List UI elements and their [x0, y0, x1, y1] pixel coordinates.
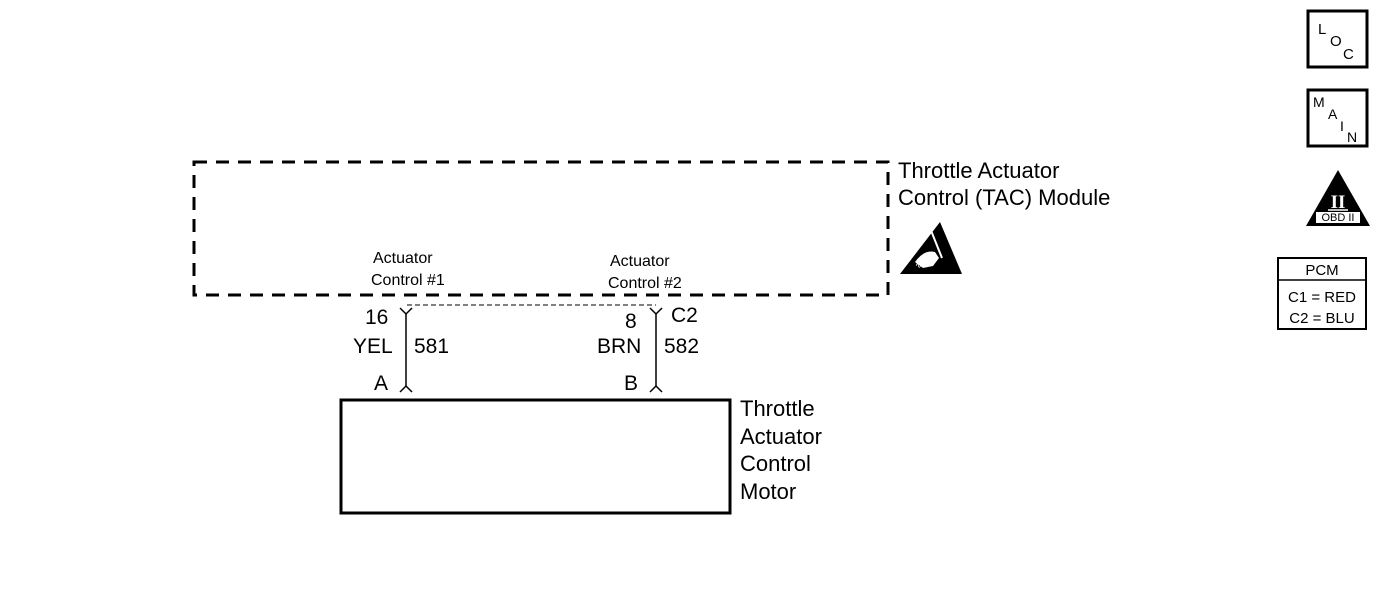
svg-text:∿: ∿ [915, 261, 922, 270]
motor-label-line2: Actuator [740, 424, 822, 449]
connector-male-bottom [649, 384, 663, 393]
svg-text:OBD II: OBD II [1321, 212, 1354, 224]
tac-module-outline [192, 160, 890, 297]
motor-label-line4: Motor [740, 479, 796, 504]
wire-581 [399, 307, 413, 393]
svg-text:L: L [1318, 21, 1326, 38]
svg-text:PCM: PCM [1305, 262, 1338, 279]
wire1-circuit: 581 [414, 335, 449, 358]
svg-text:O: O [1330, 33, 1342, 50]
module-title-line2: Control (TAC) Module [898, 185, 1110, 210]
svg-text:M: M [1313, 94, 1325, 110]
wire2-connector: C2 [671, 304, 698, 327]
svg-text:C2 = BLU: C2 = BLU [1289, 310, 1354, 327]
pin1-function-line2: Control #1 [371, 272, 445, 289]
esd-sensitive-icon: ∿ [900, 222, 962, 274]
pin2-function-line2: Control #2 [608, 275, 682, 292]
motor-label-line1: Throttle [740, 396, 815, 421]
connector-female-top [649, 307, 663, 316]
svg-text:II: II [1331, 192, 1346, 213]
module-title-line1: Throttle Actuator [898, 158, 1059, 183]
wire-582 [649, 307, 663, 393]
wire2-motor-pin: B [624, 372, 638, 395]
connector-male-bottom [399, 384, 413, 393]
connector-female-top [399, 307, 413, 316]
pcm-connector-legend: PCM C1 = RED C2 = BLU [1277, 257, 1367, 330]
wire2-circuit: 582 [664, 335, 699, 358]
wire1-pin: 16 [365, 306, 388, 329]
svg-text:C: C [1343, 46, 1354, 63]
svg-text:A: A [1328, 106, 1338, 122]
pin1-function-line1: Actuator [373, 250, 433, 267]
svg-text:I: I [1340, 118, 1344, 134]
tac-motor-outline [339, 398, 732, 515]
wire1-color: YEL [353, 335, 393, 358]
main-icon[interactable]: M A I N [1306, 88, 1369, 148]
svg-text:N: N [1347, 129, 1357, 145]
pin2-function-line1: Actuator [610, 253, 670, 270]
wire2-pin: 8 [625, 310, 637, 333]
loc-icon[interactable]: L O C [1306, 9, 1369, 69]
wire2-color: BRN [597, 335, 641, 358]
obd-ii-icon[interactable]: II OBD II [1306, 170, 1370, 226]
svg-text:C1 = RED: C1 = RED [1288, 289, 1356, 306]
motor-label-line3: Control [740, 451, 811, 476]
wire1-motor-pin: A [374, 372, 388, 395]
